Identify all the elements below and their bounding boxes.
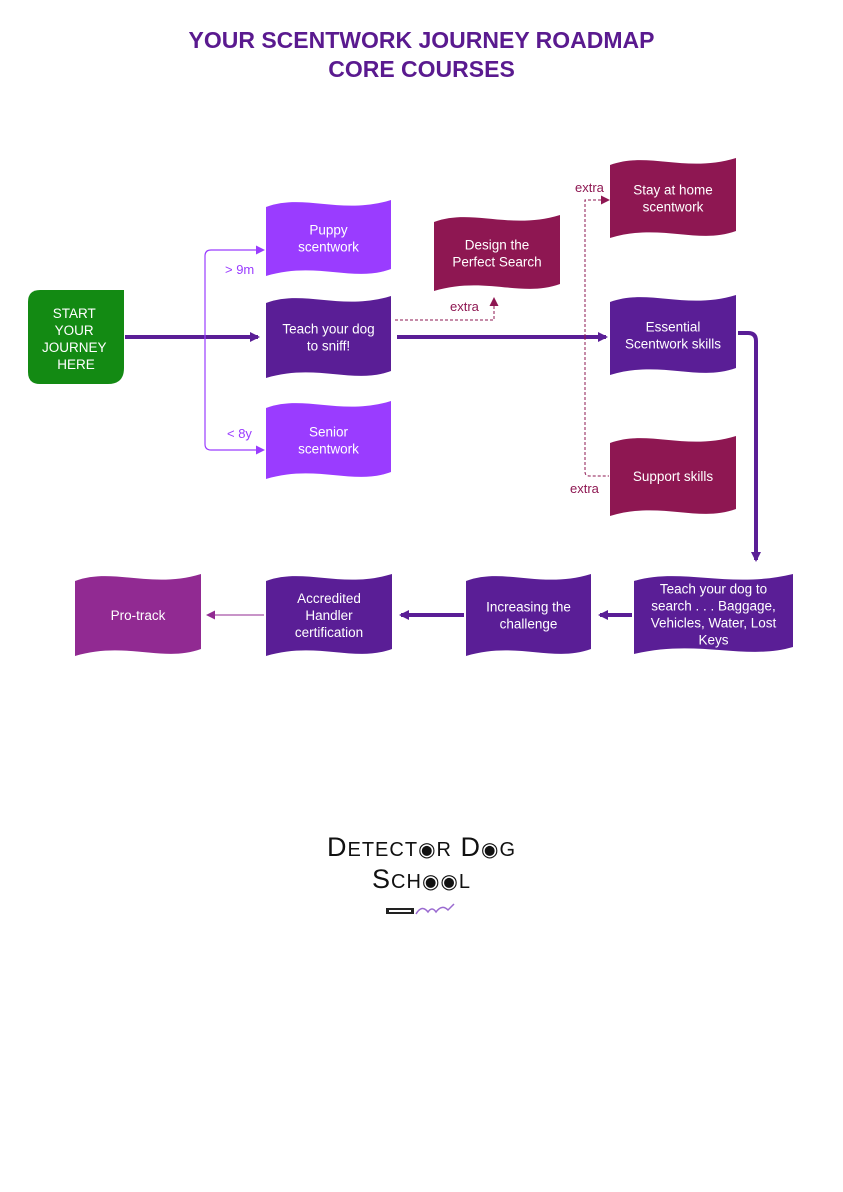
teach-sniff-line-2: to sniff! bbox=[307, 339, 350, 354]
logo-letters: G bbox=[499, 839, 516, 861]
dog-face-icon: ◉ bbox=[480, 839, 500, 861]
edge-to-senior bbox=[204, 337, 265, 455]
increasing-line-2: challenge bbox=[500, 617, 558, 632]
dog-face-icon: ◉ bbox=[418, 839, 437, 861]
accredited-line-2: Handler bbox=[305, 608, 353, 623]
increasing-line-1: Increasing the bbox=[486, 600, 571, 615]
logo-letters: CH bbox=[391, 871, 422, 893]
logo-letter: S bbox=[372, 864, 392, 894]
page-subtitle: CORE COURSES bbox=[328, 56, 515, 82]
start-line-4: HERE bbox=[57, 357, 95, 372]
svg-text:Support skills: Support skills bbox=[633, 469, 714, 484]
puppy-line-2: scentwork bbox=[298, 240, 359, 255]
start-line-3: JOURNEY bbox=[42, 340, 107, 355]
teach-sniff-line-1: Teach your dog bbox=[282, 322, 374, 337]
design-line-2: Perfect Search bbox=[452, 255, 541, 270]
edges bbox=[125, 195, 761, 620]
logo-line-2: SCH◉◉L bbox=[0, 864, 843, 895]
accredited-line-3: certification bbox=[295, 625, 363, 640]
teach-search-line-4: Keys bbox=[698, 633, 728, 648]
label-puppy-age: > 9m bbox=[225, 262, 254, 277]
essential-line-1: Essential bbox=[646, 320, 701, 335]
label-extra-design: extra bbox=[450, 299, 480, 314]
node-senior: Senior scentwork bbox=[266, 401, 391, 479]
edge-extra-stay bbox=[584, 195, 610, 337]
node-increasing: Increasing the challenge bbox=[466, 574, 591, 656]
logo-letters: R bbox=[436, 839, 452, 861]
pro-track-line-1: Pro-track bbox=[111, 608, 166, 623]
scentwork-badge-icon bbox=[386, 903, 455, 915]
stay-home-line-1: Stay at home bbox=[633, 183, 713, 198]
teach-search-line-3: Vehicles, Water, Lost bbox=[651, 616, 777, 631]
node-stay-home: Stay at home scentwork bbox=[610, 158, 736, 238]
label-extra-stay: extra bbox=[575, 180, 605, 195]
node-support: Support skills bbox=[610, 436, 736, 516]
edge-essential-to-search bbox=[738, 331, 761, 562]
edge-to-puppy bbox=[204, 245, 265, 337]
page-title: YOUR SCENTWORK JOURNEY ROADMAP bbox=[188, 27, 655, 53]
start-line-2: YOUR bbox=[55, 323, 94, 338]
logo-letters: ETECT bbox=[347, 839, 419, 861]
node-teach-search: Teach your dog to search . . . Baggage, Ve… bbox=[634, 574, 793, 654]
label-extra-support: extra bbox=[570, 481, 600, 496]
roadmap-diagram: > 9m < 8y extra extra extra START YOUR J… bbox=[28, 158, 793, 656]
label-senior-age: < 8y bbox=[227, 426, 252, 441]
logo-line-1: DETECT◉R D◉G bbox=[0, 832, 843, 863]
logo-letter: D bbox=[327, 832, 348, 862]
node-teach-sniff: Teach your dog to sniff! bbox=[266, 296, 391, 378]
svg-text:START YOUR JOURNEY: START YOUR JOURNEY HERE bbox=[42, 306, 110, 372]
node-start: START YOUR JOURNEY HERE bbox=[28, 290, 124, 384]
node-pro-track: Pro-track bbox=[75, 574, 201, 656]
essential-line-2: Scentwork skills bbox=[625, 337, 721, 352]
teach-search-line-2: search . . . Baggage, bbox=[651, 599, 776, 614]
edge-extra-support bbox=[584, 337, 609, 477]
dog-face-icon: ◉◉ bbox=[421, 871, 459, 893]
stay-home-line-2: scentwork bbox=[643, 200, 704, 215]
svg-text:Pro-track: Pro-track bbox=[111, 608, 166, 623]
senior-line-1: Senior bbox=[309, 425, 349, 440]
logo-letter: D bbox=[460, 832, 481, 862]
start-line-1: START bbox=[53, 306, 96, 321]
puppy-line-1: Puppy bbox=[309, 223, 348, 238]
support-line-1: Support skills bbox=[633, 469, 714, 484]
senior-line-2: scentwork bbox=[298, 442, 359, 457]
node-puppy: Puppy scentwork bbox=[266, 200, 391, 276]
design-line-1: Design the bbox=[465, 238, 530, 253]
edge-extra-design bbox=[395, 297, 499, 321]
logo-letters: L bbox=[458, 871, 471, 893]
teach-search-line-1: Teach your dog to bbox=[660, 582, 767, 597]
accredited-line-1: Accredited bbox=[297, 591, 361, 606]
